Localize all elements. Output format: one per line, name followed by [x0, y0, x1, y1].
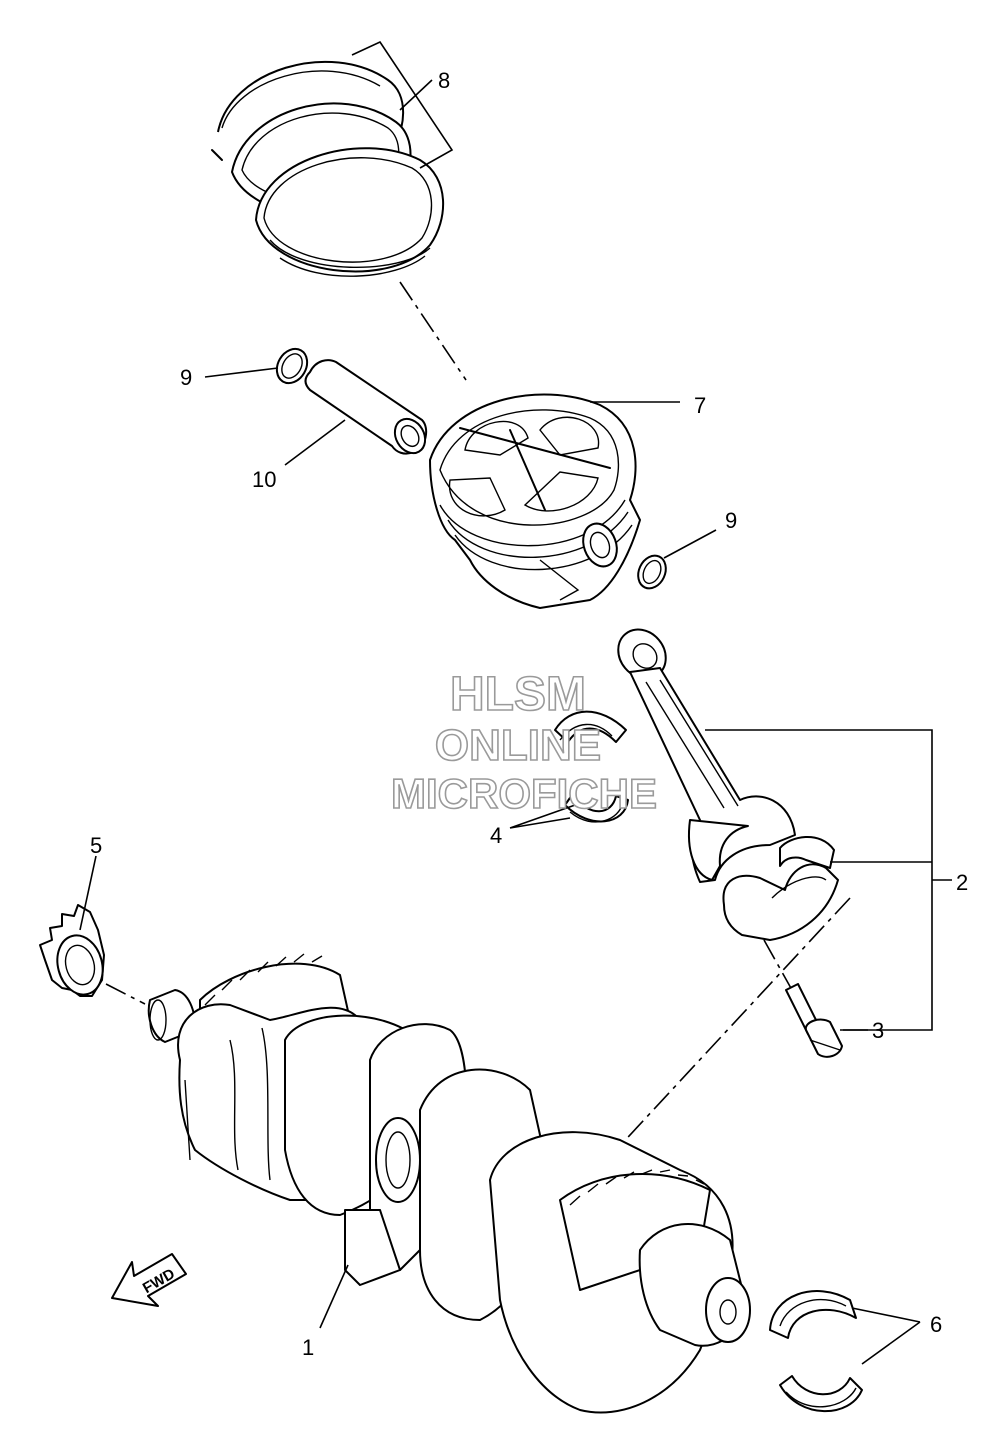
callout-9-left-leader — [204, 367, 279, 378]
callout-2: 2 — [956, 870, 968, 895]
callout-4-leader — [509, 803, 579, 829]
centerline-bolt — [763, 939, 793, 991]
callout-3: 3 — [872, 1018, 884, 1043]
watermark-line2: ONLINE — [435, 721, 601, 770]
callout-1-leader — [319, 1264, 349, 1329]
centerline-gear — [105, 983, 146, 1005]
fwd-arrow-icon: FWD — [111, 1253, 187, 1307]
crankshaft[interactable] — [147, 953, 751, 1414]
piston-rings[interactable] — [211, 60, 445, 277]
piston-pin-clip-left[interactable] — [271, 343, 313, 388]
main-bearing[interactable] — [769, 1290, 863, 1413]
callout-7: 7 — [694, 393, 706, 418]
piston[interactable] — [429, 393, 641, 609]
callout-8-leader — [399, 79, 433, 111]
callout-5-leader — [79, 855, 97, 931]
callout-6: 6 — [930, 1312, 942, 1337]
piston-pin[interactable] — [304, 359, 432, 458]
callout-8: 8 — [438, 68, 450, 93]
callout-9-left: 9 — [180, 365, 192, 390]
rod-bolt[interactable] — [785, 983, 843, 1058]
piston-pin-clip-right[interactable] — [633, 551, 671, 593]
callout-9-right-leader — [663, 529, 717, 559]
callout-6-leader — [851, 1307, 921, 1365]
callout-1: 1 — [302, 1335, 314, 1360]
connecting-rod[interactable] — [608, 620, 839, 941]
callout-10-leader — [284, 419, 346, 466]
watermark-line1: HLSM — [450, 668, 586, 721]
callout-9-right: 9 — [725, 508, 737, 533]
watermark-line3: MICROFICHE — [391, 770, 657, 817]
callout-5: 5 — [90, 833, 102, 858]
rod-bearing[interactable] — [554, 710, 629, 823]
centerline-rings-piston — [399, 281, 467, 381]
crank-gear[interactable] — [39, 904, 109, 1000]
callout-4: 4 — [490, 823, 502, 848]
watermark: HLSM ONLINE MICROFICHE — [390, 667, 658, 818]
callout-10: 10 — [252, 467, 276, 492]
